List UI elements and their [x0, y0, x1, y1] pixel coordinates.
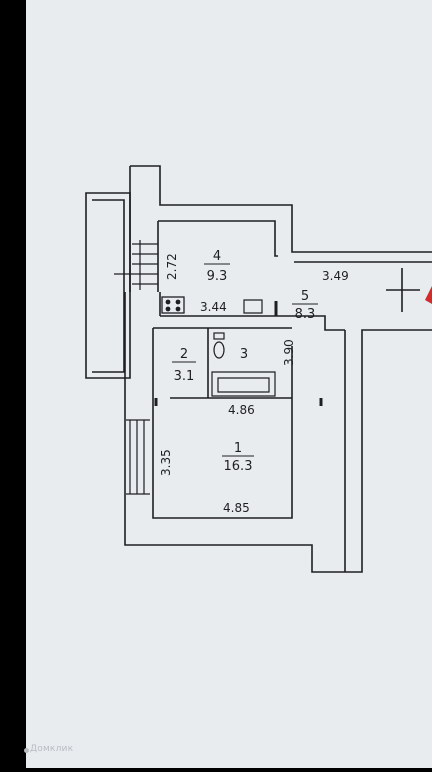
room-5-number: 5	[301, 289, 309, 304]
dim-3-49: 3.49	[322, 269, 349, 283]
room1-walls	[152, 328, 293, 519]
dim-3-44: 3.44	[200, 300, 227, 314]
accent-arrow-icon	[425, 286, 432, 304]
watermark: Домклик	[30, 744, 74, 754]
room-labels: 4 9.3 5 8.3 2 3.1 3 1 16.3	[172, 249, 318, 474]
dimension-labels: 2.72 3.49 3.44 3.90 4.86 3.35 4.85	[159, 253, 349, 515]
dim-3-90: 3.90	[282, 339, 296, 366]
walls	[85, 165, 432, 573]
outer-wall-bottom-right	[124, 292, 432, 573]
room-5-area: 8.3	[295, 307, 316, 322]
balcony-outer	[85, 192, 131, 379]
dim-4-86: 4.86	[228, 403, 255, 417]
room-4-number: 4	[213, 249, 221, 264]
balcony-inner	[92, 199, 125, 373]
sink-icon	[243, 299, 263, 314]
room-4-area: 9.3	[207, 269, 228, 284]
room-2-number: 2	[180, 347, 188, 362]
room4-wall-top	[158, 220, 278, 257]
dim-2-72: 2.72	[165, 253, 179, 280]
stairs-upper	[114, 240, 158, 290]
room-1-area: 16.3	[224, 459, 253, 474]
paper-sheet	[26, 0, 432, 768]
stove-icon	[161, 296, 185, 314]
room-2-area: 3.1	[174, 369, 195, 384]
outer-wall-top	[130, 165, 432, 253]
stairs-lower	[126, 419, 150, 495]
bathtub-icon	[211, 371, 276, 397]
watermark-logo-icon	[24, 748, 29, 753]
toilet-icon	[213, 332, 225, 359]
dim-4-85: 4.85	[223, 501, 250, 515]
room-3-number: 3	[240, 347, 248, 362]
dim-3-35: 3.35	[159, 449, 173, 476]
room-1-number: 1	[234, 441, 242, 456]
corridor-wall	[160, 315, 345, 331]
wall-ticks	[154, 301, 323, 406]
